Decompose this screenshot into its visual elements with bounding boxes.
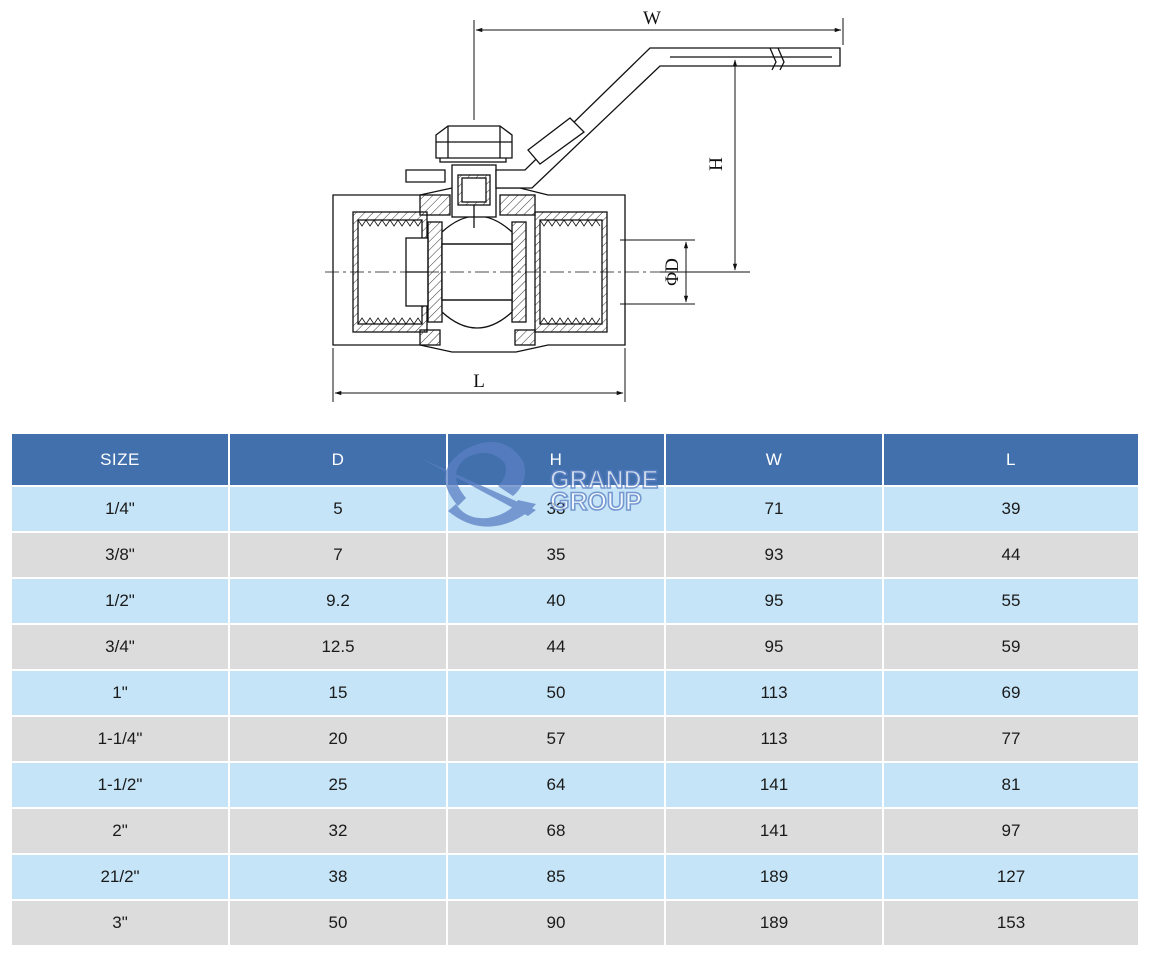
cell-w: 113 [665, 669, 884, 716]
cell-l: 127 [883, 853, 1138, 900]
cell-d: 7 [229, 531, 448, 578]
column-header-d: D [229, 434, 448, 486]
cell-size: 3" [12, 899, 230, 945]
dimension-label-h: H [706, 157, 727, 171]
valve-body [325, 47, 841, 353]
cell-w: 113 [665, 715, 884, 762]
table-header-row: SIZE D H W L [12, 434, 1138, 486]
cell-size: 21/2" [12, 853, 230, 900]
cell-w: 141 [665, 761, 884, 808]
column-header-l: L [883, 434, 1138, 486]
cell-l: 97 [883, 807, 1138, 854]
cell-w: 95 [665, 623, 884, 670]
cell-h: 90 [447, 899, 666, 945]
column-header-h: H [447, 434, 666, 486]
cell-d: 15 [229, 669, 448, 716]
column-header-w: W [665, 434, 884, 486]
dimension-lines [332, 18, 844, 402]
cell-l: 77 [883, 715, 1138, 762]
cell-d: 9.2 [229, 577, 448, 624]
cell-h: 64 [447, 761, 666, 808]
dimension-label-l: L [473, 371, 485, 392]
cell-l: 44 [883, 531, 1138, 578]
cell-size: 3/8" [12, 531, 230, 578]
cell-size: 1/4" [12, 485, 230, 532]
cell-size: 1-1/2" [12, 761, 230, 808]
dimension-label-w: W [643, 8, 661, 29]
cell-d: 38 [229, 853, 448, 900]
cell-size: 1/2" [12, 577, 230, 624]
cell-l: 69 [883, 669, 1138, 716]
cell-d: 50 [229, 899, 448, 945]
cell-size: 3/4" [12, 623, 230, 670]
cell-h: 57 [447, 715, 666, 762]
cell-h: 68 [447, 807, 666, 854]
cell-l: 55 [883, 577, 1138, 624]
cell-d: 32 [229, 807, 448, 854]
dimension-label-d: ΦD [662, 258, 683, 286]
cell-size: 1-1/4" [12, 715, 230, 762]
cell-h: 85 [447, 853, 666, 900]
cell-l: 153 [883, 899, 1138, 945]
cell-w: 141 [665, 807, 884, 854]
cell-l: 39 [883, 485, 1138, 532]
cell-d: 12.5 [229, 623, 448, 670]
cell-h: 40 [447, 577, 666, 624]
cell-size: 2" [12, 807, 230, 854]
cell-h: 44 [447, 623, 666, 670]
cell-w: 71 [665, 485, 884, 532]
ball-valve-drawing: W H ΦD L [325, 8, 844, 402]
cell-size: 1" [12, 669, 230, 716]
cell-h: 33 [447, 485, 666, 532]
cell-w: 189 [665, 853, 884, 900]
cell-w: 95 [665, 577, 884, 624]
cell-h: 50 [447, 669, 666, 716]
cell-d: 25 [229, 761, 448, 808]
cell-d: 20 [229, 715, 448, 762]
cell-h: 35 [447, 531, 666, 578]
column-header-size: SIZE [12, 434, 230, 486]
cell-l: 59 [883, 623, 1138, 670]
cell-d: 5 [229, 485, 448, 532]
cell-w: 189 [665, 899, 884, 945]
cell-l: 81 [883, 761, 1138, 808]
cell-w: 93 [665, 531, 884, 578]
